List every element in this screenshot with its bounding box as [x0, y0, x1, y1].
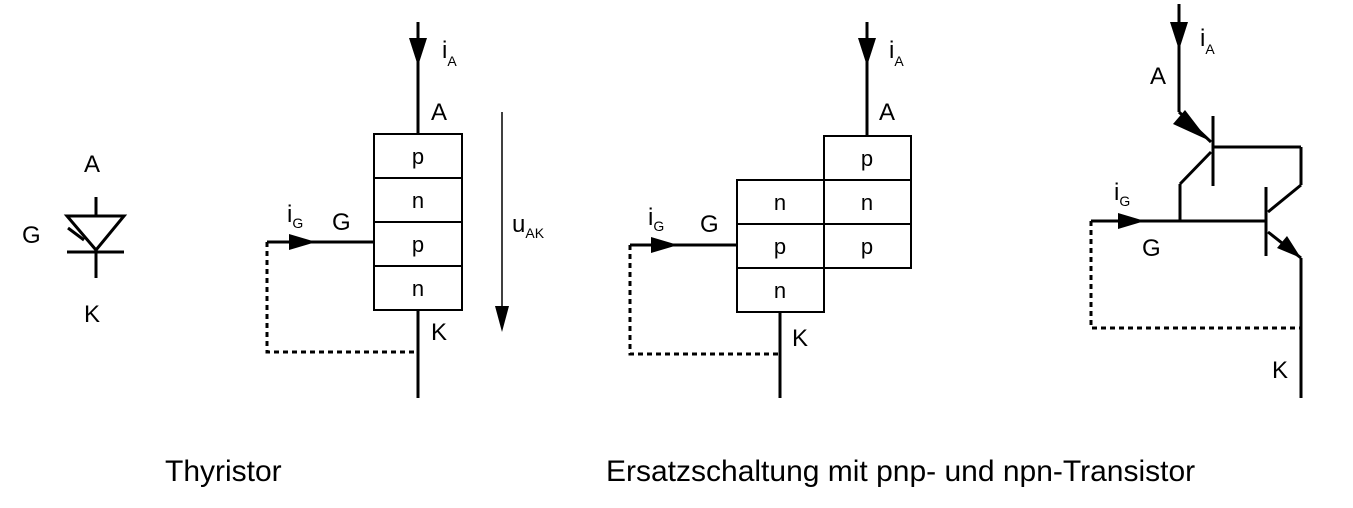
thyristor-layer-structure: iA A p n p n iG G K uAK [265, 22, 545, 398]
circuit-anode-current-label: iA [1200, 25, 1215, 57]
thyristor-symbol: A G K [22, 151, 128, 328]
npn-layer-p: p [774, 234, 786, 259]
caption-equivalent-circuit: Ersatzschaltung mit pnp- und npn-Transis… [606, 455, 1195, 488]
layer-n2: n [412, 276, 424, 301]
circuit-gate-current-label: iG [1114, 179, 1130, 209]
pnp-transistor [1173, 110, 1303, 221]
layer-p1: p [412, 144, 424, 169]
pnp-layer-n: n [861, 190, 873, 215]
two-transistor-layer-model: iA A p n p n p n iG G K [628, 22, 912, 398]
model-gate-label: G [700, 211, 719, 238]
npn-layer-n2: n [774, 278, 786, 303]
transistor-equivalent-circuit: iA A iG G K [1089, 4, 1303, 398]
layer-n1: n [412, 188, 424, 213]
cathode-label: K [431, 319, 447, 346]
symbol-gate-label: G [22, 222, 41, 249]
gate-label: G [332, 209, 351, 236]
circuit-cathode-label: K [1272, 357, 1288, 384]
anode-current-label: iA [442, 37, 457, 69]
circuit-anode-label: A [1150, 63, 1166, 90]
caption-thyristor: Thyristor [165, 455, 282, 488]
model-cathode-label: K [792, 325, 808, 352]
layer-p2: p [412, 232, 424, 257]
symbol-cathode-label: K [84, 301, 100, 328]
symbol-anode-label: A [84, 151, 100, 178]
model-gate-current-label: iG [648, 204, 664, 234]
gate-current-label: iG [287, 201, 303, 231]
voltage-label: uAK [512, 211, 545, 241]
model-anode-current-label: iA [889, 37, 904, 69]
npn-layer-n1: n [774, 190, 786, 215]
circuit-gate-label: G [1142, 235, 1161, 262]
pnp-layer-p2: p [861, 234, 873, 259]
pnp-layer-p1: p [861, 146, 873, 171]
anode-label: A [431, 99, 447, 126]
model-anode-label: A [879, 99, 895, 126]
